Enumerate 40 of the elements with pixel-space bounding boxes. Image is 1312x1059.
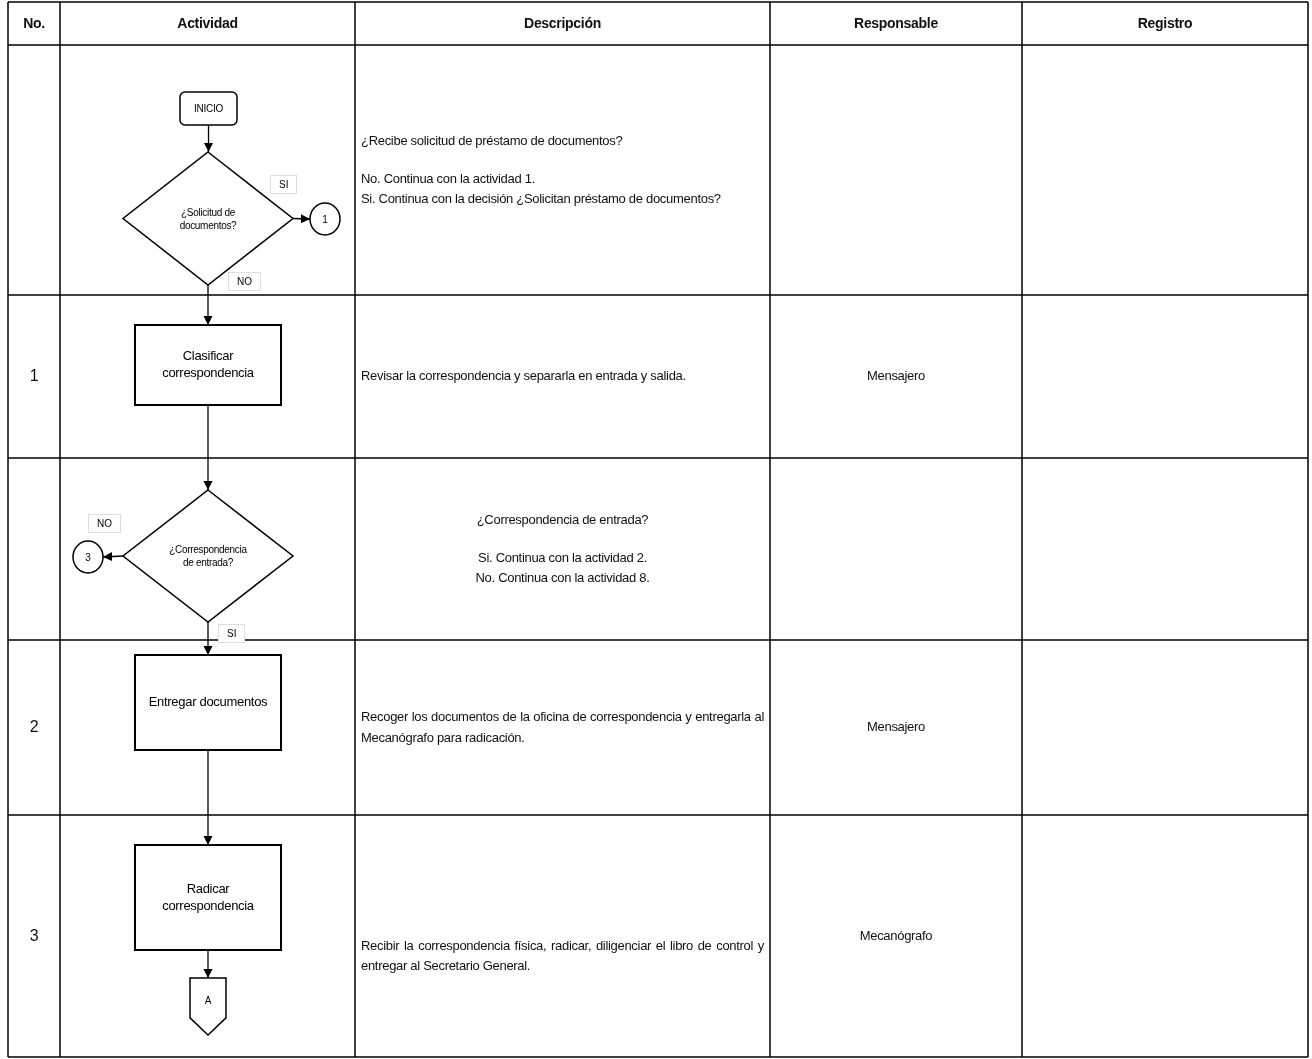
arrow [203,404,213,491]
row-number: 1 [28,366,40,387]
description-text: ¿Correspondencia de entrada? [475,510,650,529]
process-box: Radicar correspondencia [135,845,281,950]
edge-label: NO [88,514,121,533]
arrow [203,124,214,153]
column-header: Responsable [853,13,939,33]
connector-circle: 3 [73,541,103,573]
description-text: Recibir la correspondencia física, radicar, diligenciar el libro de control y entregar al Secretario General. [361,936,764,975]
description-text: Revisar la correspondencia y separarla en entrada y salida. [361,367,687,386]
connector-circle: 1 [310,203,340,235]
description-text: ¿Recibe solicitud de préstamo de documentos? [361,131,624,150]
description-text: No. Continua con la actividad 8. [474,569,651,588]
process-box: Entregar documentos [135,655,281,750]
role-text: Mensajero [866,367,926,386]
arrow [203,749,213,846]
description-text: Recoger los documentos de la oficina de correspondencia y entregarla al Mecanógrafo para radicación. [361,708,764,747]
edge-label: SI [270,175,298,194]
column-header: No. [22,13,46,33]
column-header: Descripción [523,13,602,33]
role-text: Mecanógrafo [858,926,934,945]
row-number: 2 [28,717,40,738]
edge-label: SI [218,624,246,643]
description-text: No. Continua con la actividad 1. [361,169,536,188]
column-header: Registro [1136,13,1194,33]
arrow [203,621,213,656]
role-text: Mensajero [866,718,926,737]
arrow [203,949,213,979]
arrow [102,552,124,562]
process-box: Clasificar correspondencia [135,325,281,405]
edge-label: NO [228,272,261,291]
start-terminator: INICIO [180,92,237,125]
row-number: 3 [28,925,40,946]
column-header: Actividad [176,13,239,33]
off-page-connector: A [190,978,226,1035]
arrow [292,214,311,224]
description-text: Si. Continua con la decisión ¿Solicitan préstamo de documentos? [361,190,722,209]
description-text: Si. Continua con la actividad 2. [477,548,648,567]
arrow [203,284,213,326]
decision-diamond: ¿Correspondencia de entrada? [123,490,293,622]
